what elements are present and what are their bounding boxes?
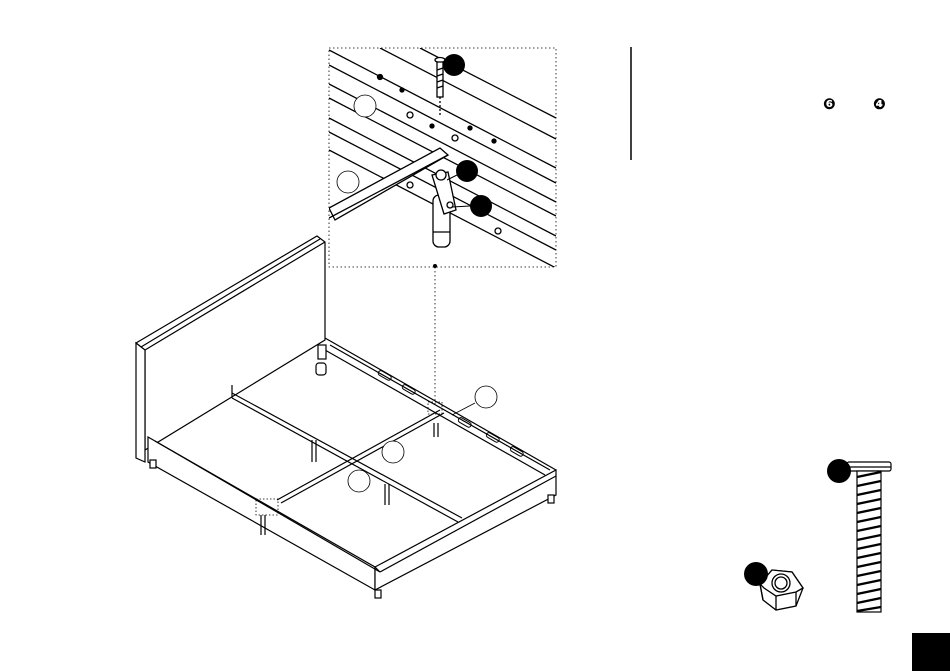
- bed-frame-illustration: [136, 236, 556, 598]
- page-corner-tab: [912, 633, 950, 671]
- part-ref-six: ❻: [823, 97, 836, 112]
- bolt-icon: [847, 462, 891, 612]
- part-ref-four: ❹: [873, 97, 886, 112]
- detail-inset: [329, 48, 556, 268]
